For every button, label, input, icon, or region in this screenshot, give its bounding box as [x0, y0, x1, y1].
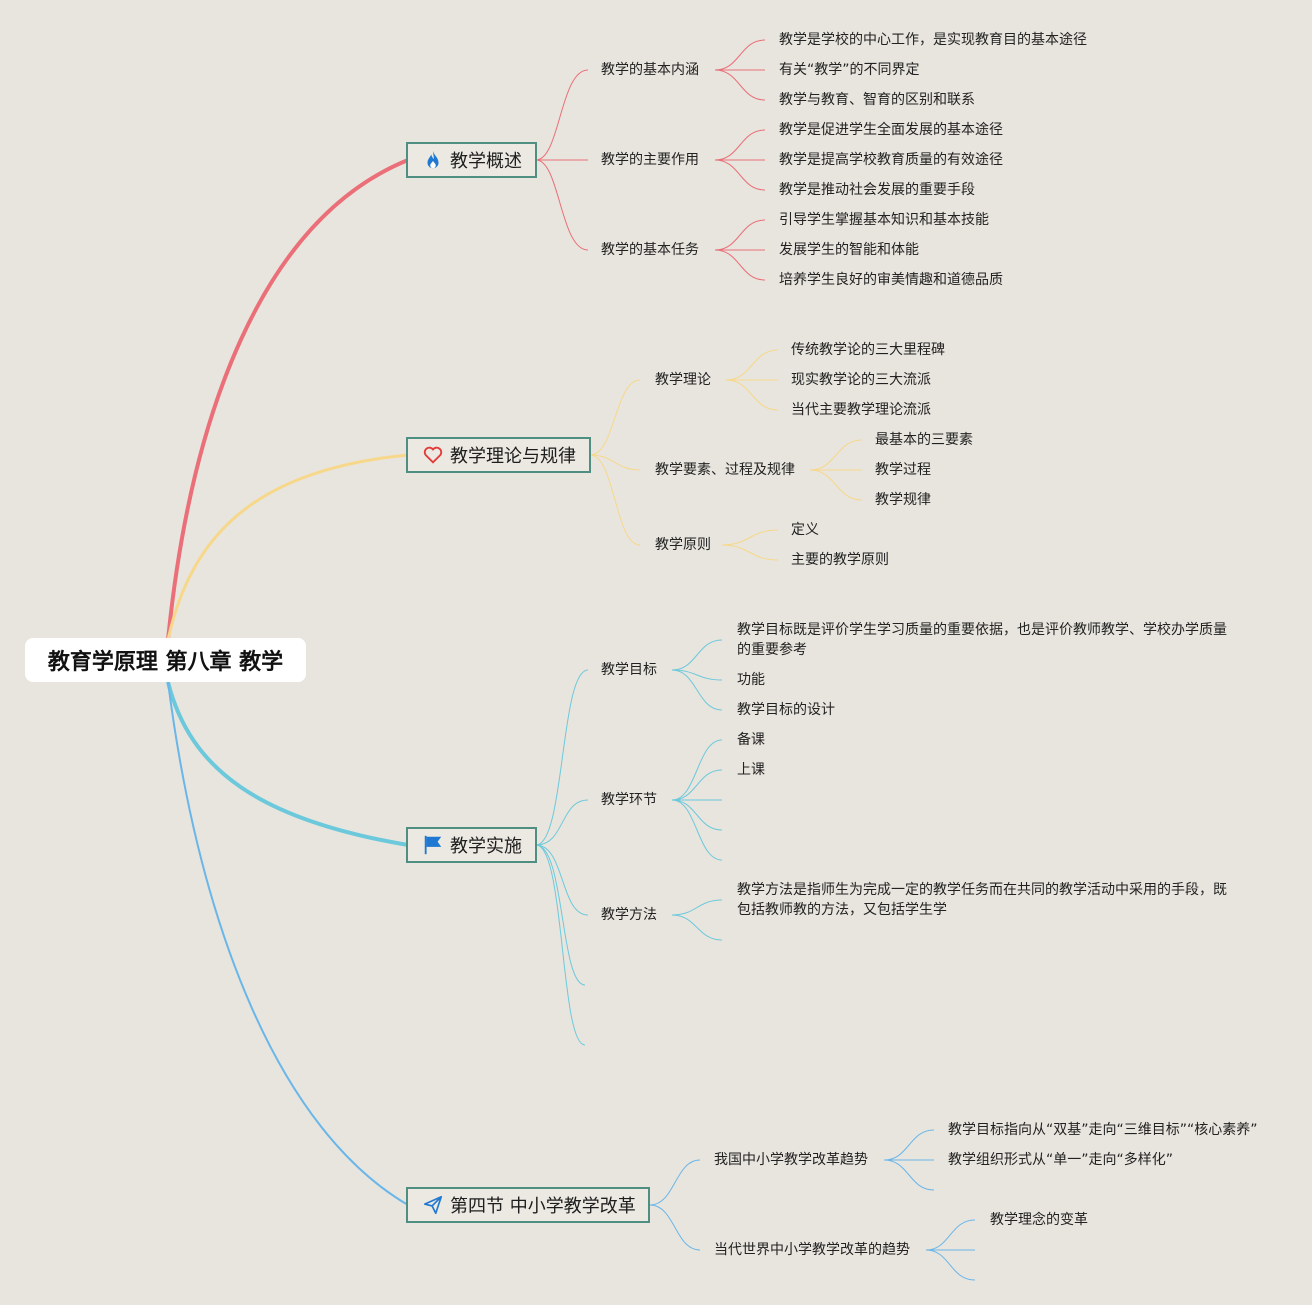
leaf-node[interactable]: 备课: [737, 732, 765, 748]
implementation-sublines: [535, 639, 723, 1046]
leaf-node[interactable]: 现实教学论的三大流派: [791, 372, 931, 388]
topic-implementation[interactable]: 教学实施: [406, 827, 537, 863]
leaf-node[interactable]: 教学方法是指师生为完成一定的教学任务而在共同的教学活动中采用的手段，既包括教师教…: [737, 882, 1227, 918]
leaf-node[interactable]: 教学目标指向从“双基”走向“三维目标”“核心素养”: [948, 1122, 1258, 1138]
leaf-node[interactable]: 当代主要教学理论流派: [791, 402, 931, 418]
leaf-node[interactable]: 教学规律: [875, 492, 931, 508]
topic-label: 教学概述: [450, 151, 522, 172]
subtopic[interactable]: 教学的基本任务: [601, 242, 699, 258]
heart-icon: [422, 444, 444, 466]
subtopic[interactable]: 教学要素、过程及规律: [655, 462, 795, 478]
leaf-node[interactable]: 引导学生掌握基本知识和基本技能: [779, 212, 989, 228]
subtopic[interactable]: 教学原则: [655, 537, 711, 553]
topic-theory[interactable]: 教学理论与规律: [406, 437, 591, 473]
leaf-node[interactable]: 教学组织形式从“单一”走向“多样化”: [948, 1152, 1174, 1168]
leaf-node[interactable]: 培养学生良好的审美情趣和道德品质: [779, 272, 1003, 288]
root-topic[interactable]: 教育学原理 第八章 教学: [25, 638, 306, 682]
topic-label: 教学理论与规律: [450, 446, 576, 467]
subtopic[interactable]: 教学理论: [655, 372, 711, 388]
topic-label: 教学实施: [450, 836, 522, 857]
reform-sublines: [649, 1129, 976, 1281]
subtopic[interactable]: 教学目标: [601, 662, 657, 678]
leaf-node[interactable]: 教学过程: [875, 462, 931, 478]
branch-line-implementation: [166, 681, 409, 847]
leaf-node[interactable]: 有关“教学”的不同界定: [779, 62, 920, 78]
leaf-node[interactable]: 上课: [737, 762, 765, 778]
overview-sublines: [535, 39, 766, 281]
theory-sublines: [589, 349, 863, 561]
subtopic[interactable]: 教学方法: [601, 907, 657, 923]
subtopic[interactable]: 教学的基本内涵: [601, 62, 699, 78]
paper-plane-icon: [422, 1194, 444, 1216]
leaf-node[interactable]: 教学是促进学生全面发展的基本途径: [779, 122, 1003, 138]
flag-icon: [422, 834, 444, 856]
topic-overview[interactable]: 教学概述: [406, 142, 537, 178]
branch-line-theory: [166, 453, 409, 641]
leaf-node[interactable]: 最基本的三要素: [875, 432, 973, 448]
leaf-node[interactable]: 功能: [737, 672, 765, 688]
leaf-node[interactable]: 教学与教育、智育的区别和联系: [779, 92, 975, 108]
leaf-node[interactable]: 发展学生的智能和体能: [779, 242, 919, 258]
leaf-node[interactable]: 传统教学论的三大里程碑: [791, 342, 945, 358]
leaf-node[interactable]: 教学是提高学校教育质量的有效途径: [779, 152, 1003, 168]
leaf-node[interactable]: 教学目标既是评价学生学习质量的重要依据，也是评价教师教学、学校办学质量的重要参考: [737, 622, 1227, 658]
subtopic[interactable]: 我国中小学教学改革趋势: [714, 1152, 868, 1168]
subtopic[interactable]: 教学的主要作用: [601, 152, 699, 168]
subtopic[interactable]: 当代世界中小学教学改革的趋势: [714, 1242, 910, 1258]
topic-label: 第四节 中小学教学改革: [450, 1196, 636, 1217]
branch-line-reform: [167, 681, 409, 1206]
leaf-node[interactable]: 定义: [791, 522, 819, 538]
leaf-node[interactable]: 教学是推动社会发展的重要手段: [779, 182, 975, 198]
branch-line-overview: [166, 158, 409, 641]
leaf-node[interactable]: 教学是学校的中心工作，是实现教育目的基本途径: [779, 32, 1087, 48]
flame-icon: [422, 149, 444, 171]
leaf-node[interactable]: 教学理念的变革: [990, 1212, 1088, 1228]
subtopic[interactable]: 教学环节: [601, 792, 657, 808]
leaf-node[interactable]: 主要的教学原则: [791, 552, 889, 568]
topic-reform[interactable]: 第四节 中小学教学改革: [406, 1187, 650, 1223]
leaf-node[interactable]: 教学目标的设计: [737, 702, 835, 718]
